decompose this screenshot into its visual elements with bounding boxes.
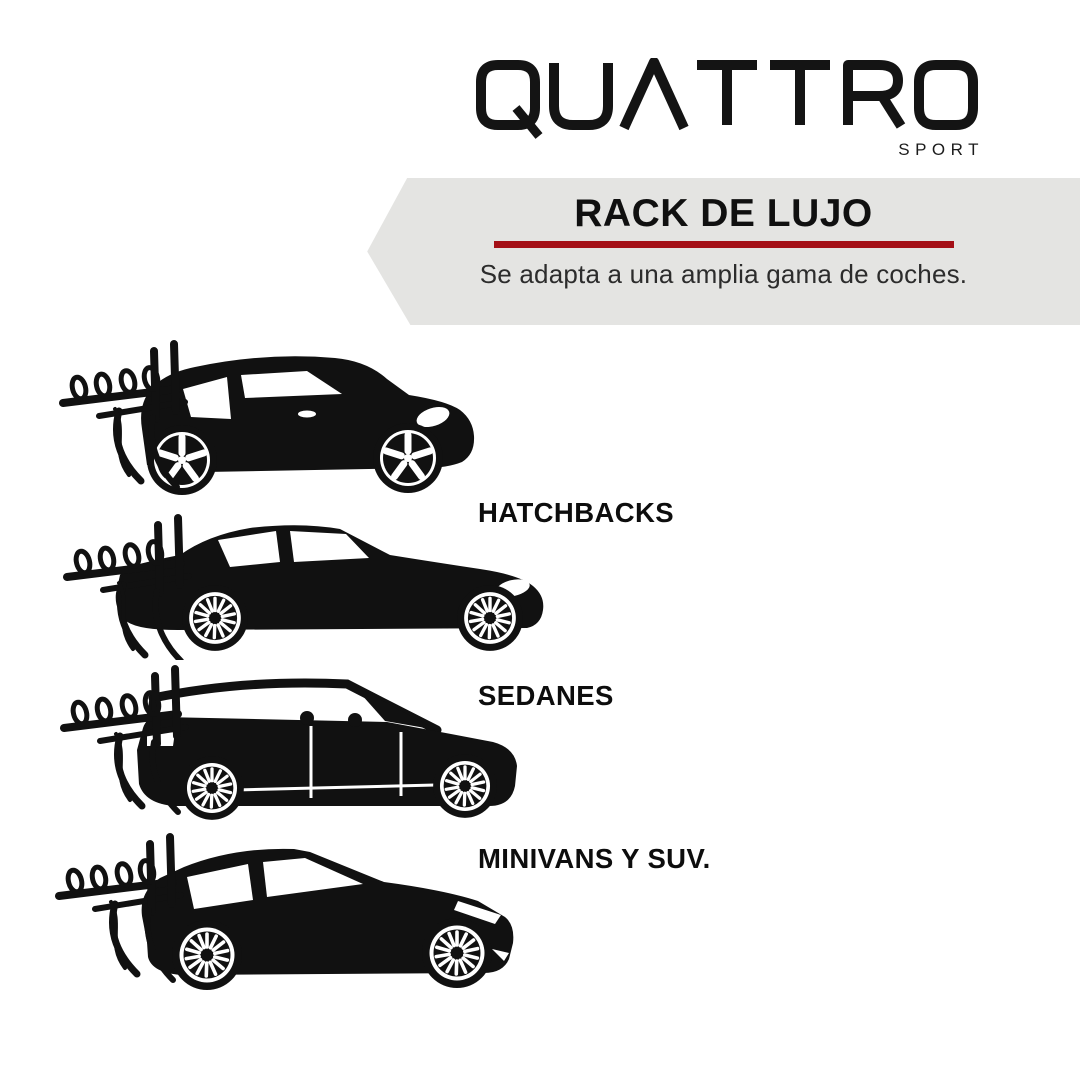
vehicle-label-minivans-suv: MINIVANS Y SUV. [478,843,711,874]
banner-content: RACK DE LUJO Se adapta a una amplia gama… [437,178,1010,325]
minivan-rear-wheel-icon [178,754,246,822]
suv-front-wheel-icon [420,916,494,990]
sedan-with-bike-rack-icon [58,505,544,660]
minivan-with-bike-rack-icon [55,650,517,822]
vehicle-label-sedanes: SEDANES [478,680,614,711]
vehicle-label-hatchbacks: HATCHBACKS [478,497,674,528]
banner-subtitle: Se adapta a una amplia gama de coches. [479,259,968,289]
banner-title: RACK DE LUJO [574,192,873,235]
red-divider [493,241,954,248]
sedan-front-wheel-icon [455,583,525,653]
minivan-front-wheel-icon [431,752,499,820]
quattro-sport-logo: QUATTRO [476,57,988,159]
hatchback-with-bike-rack-icon [55,333,475,501]
brand-tagline: SPORT [898,140,984,158]
suv-with-bike-rack-icon [52,820,514,992]
quattro-logotype-icon: SPORT [476,57,984,159]
sedan-rear-wheel-icon [180,583,250,653]
suv-rear-wheel-icon [170,918,244,992]
ribbon-banner: RACK DE LUJO Se adapta a una amplia gama… [367,178,1080,325]
hatchback-front-wheel-icon [373,423,443,493]
